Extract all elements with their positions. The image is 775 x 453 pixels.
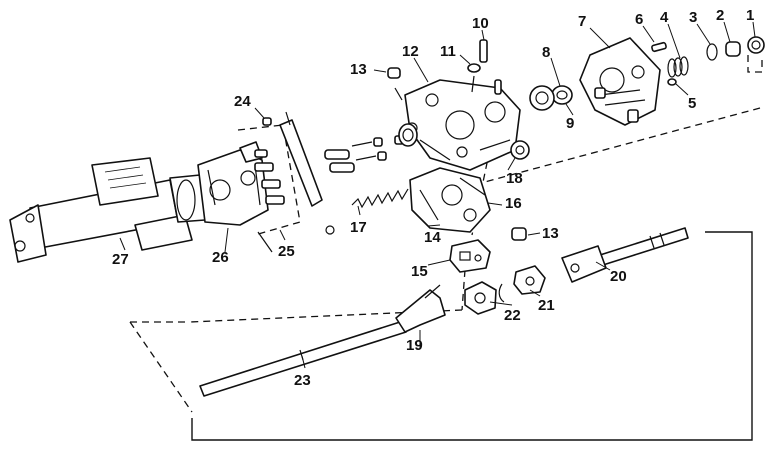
label-21: 21 <box>538 297 555 314</box>
part-5-washer <box>667 78 677 86</box>
label-12: 12 <box>402 43 419 60</box>
label-2: 2 <box>716 7 724 24</box>
label-13-top: 13 <box>350 61 367 78</box>
part-11-washer <box>467 63 481 93</box>
part-27-column-tube <box>9 157 206 263</box>
part-22-spider <box>464 281 505 315</box>
part-8-ring <box>551 85 573 105</box>
part-17-spring <box>351 188 409 209</box>
part-18-bushing <box>510 140 530 160</box>
lever-bracket <box>279 111 335 235</box>
part-15-block <box>449 239 491 273</box>
label-11: 11 <box>440 43 456 60</box>
label-26: 26 <box>212 249 229 266</box>
part-20-upper-shaft <box>561 227 689 283</box>
label-23: 23 <box>294 372 311 389</box>
label-18: 18 <box>506 170 523 187</box>
part-2-bushing <box>725 41 741 57</box>
part-7-top-cover <box>579 37 661 126</box>
part-13-pin-top <box>387 67 403 101</box>
label-13-lower: 13 <box>542 225 559 242</box>
label-6: 6 <box>635 11 643 28</box>
label-24: 24 <box>234 93 251 110</box>
label-20: 20 <box>610 268 627 285</box>
part-labels: 1 2 3 4 5 6 7 8 9 10 11 12 13 13 14 15 1… <box>112 7 754 389</box>
label-16: 16 <box>505 195 522 212</box>
part-9-bearing <box>529 85 555 111</box>
label-25: 25 <box>278 243 295 260</box>
label-19: 19 <box>406 337 423 354</box>
label-14: 14 <box>424 229 441 246</box>
label-27: 27 <box>112 251 129 268</box>
part-1-nut <box>747 36 765 73</box>
label-7: 7 <box>578 13 586 30</box>
label-9: 9 <box>566 115 574 132</box>
leader-lines <box>119 21 756 369</box>
part-6-pin <box>651 41 667 53</box>
part-14-lower-housing <box>409 167 491 233</box>
label-3: 3 <box>689 9 697 26</box>
part-13-pin-lower <box>511 227 527 241</box>
part-3-clip <box>706 43 718 61</box>
part-26-housing <box>197 141 273 253</box>
part-21-block <box>513 265 546 295</box>
part-25-bolts <box>254 149 285 205</box>
label-22: 22 <box>504 307 521 324</box>
small-screws-group <box>324 135 404 173</box>
part-24-screw <box>262 117 272 126</box>
label-1: 1 <box>746 7 754 24</box>
label-5: 5 <box>688 95 696 112</box>
label-17: 17 <box>350 219 367 236</box>
label-10: 10 <box>472 15 489 32</box>
label-4: 4 <box>660 9 669 26</box>
label-8: 8 <box>542 44 550 61</box>
label-15: 15 <box>411 263 428 280</box>
part-4-spring <box>667 56 689 78</box>
part-12-upper-housing <box>398 79 521 171</box>
